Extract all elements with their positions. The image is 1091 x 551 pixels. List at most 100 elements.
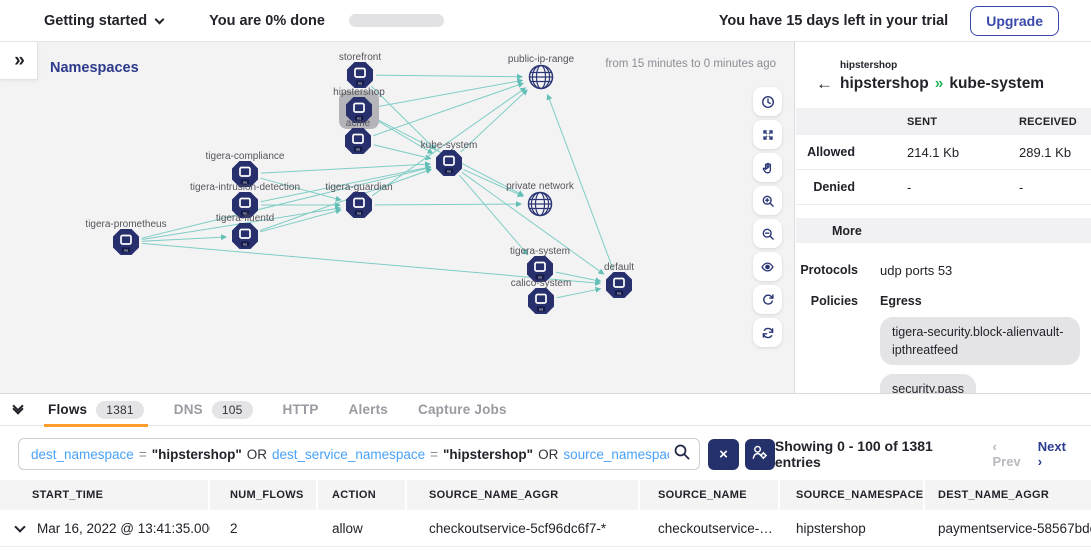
graph-node-label: tigera-guardian <box>325 182 392 193</box>
cell-dest_name_aggr: paymentservice-58567bdc <box>925 510 1091 547</box>
graph-edge <box>463 169 524 197</box>
traffic-table-header: SENT RECEIVED <box>796 108 1091 135</box>
svg-text:ns: ns <box>358 80 362 85</box>
query-token-field: source_namespace <box>563 446 670 462</box>
tab-count-badge: 1381 <box>96 400 144 419</box>
zoom-out-button[interactable] <box>753 219 782 248</box>
eye-icon <box>761 261 774 272</box>
sidebar-expand-button[interactable]: » <box>0 42 38 80</box>
graph-edge <box>374 78 524 108</box>
eye-button[interactable] <box>753 252 782 281</box>
undo-button[interactable] <box>753 285 782 314</box>
fullscreen-button[interactable] <box>753 120 782 149</box>
upgrade-button[interactable]: Upgrade <box>970 5 1059 36</box>
cell-source_namespace: hipstershop <box>780 510 925 547</box>
history-button[interactable] <box>753 87 782 116</box>
tab-capture-jobs[interactable]: Capture Jobs <box>418 402 507 417</box>
graph-node-label: default <box>604 262 634 273</box>
graph-edge <box>459 174 529 256</box>
svg-text:ns: ns <box>124 247 128 252</box>
graph-node-label: hipstershop <box>333 87 385 98</box>
policies-label: Policies <box>810 294 858 308</box>
graph-toolbar <box>753 87 782 347</box>
policy-tag[interactable]: tigera-security.block-alienvault-ipthrea… <box>880 317 1080 366</box>
column-header-source_name_aggr[interactable]: SOURCE_NAME_AGGR <box>407 480 640 510</box>
received-column-header: RECEIVED <box>1019 115 1077 128</box>
zoom-in-button[interactable] <box>753 186 782 215</box>
column-header-source_name[interactable]: SOURCE_NAME <box>640 480 780 510</box>
search-icon <box>673 443 691 466</box>
graph-node-label: private network <box>506 181 575 192</box>
graph-node-label: tigera-intrusion-detection <box>190 182 300 193</box>
refresh-button[interactable] <box>753 318 782 347</box>
detail-source-name: hipstershop <box>840 75 929 92</box>
query-token-bool: OR <box>538 446 559 462</box>
back-arrow-icon[interactable]: ← <box>816 74 833 93</box>
pan-button[interactable] <box>753 153 782 182</box>
filter-query-input[interactable]: dest_namespace= "hipstershop"OR dest_servi… <box>18 438 701 470</box>
graph-edge <box>555 271 602 284</box>
column-header-num_flows[interactable]: NUM_FLOWS <box>210 480 318 510</box>
chevron-down-icon <box>154 14 165 24</box>
column-header-start_time[interactable]: START_TIME <box>0 480 210 510</box>
graph-edge <box>141 234 228 242</box>
graph-edge <box>260 164 432 203</box>
tab-alerts[interactable]: Alerts <box>348 402 389 417</box>
next-page-button[interactable]: Next › <box>1037 439 1066 469</box>
double-chevron-right-icon: » <box>14 50 24 71</box>
detail-target-name: kube-system <box>949 75 1045 92</box>
query-token-field: dest_service_namespace <box>272 446 426 462</box>
column-header-action[interactable]: ACTION <box>318 480 407 510</box>
protocols-value: udp ports 53 <box>880 263 953 278</box>
trial-countdown-text: You have 15 days left in your trial <box>718 12 949 29</box>
row-expand-chevron-icon[interactable] <box>14 520 26 533</box>
getting-started-label: Getting started <box>44 12 148 29</box>
svg-text:ns: ns <box>447 168 451 173</box>
column-header-dest_name_aggr[interactable]: DEST_NAME_AGGR <box>925 480 1091 510</box>
query-token-field: dest_namespace <box>31 446 134 462</box>
cell-num_flows: 2 <box>210 510 318 547</box>
policies-row: Policies Egress tigera-security.block-al… <box>796 294 1091 393</box>
graph-edge <box>546 93 614 271</box>
graph-edge <box>141 165 432 239</box>
clear-filter-button[interactable]: × <box>708 438 739 470</box>
svg-text:ns: ns <box>357 115 361 120</box>
column-header-source_namespace[interactable]: SOURCE_NAMESPACE <box>780 480 925 510</box>
edge-detail-panel: hipstershop ← hipstershop » kube-system … <box>796 42 1091 393</box>
graph-node-label: acme <box>346 118 371 129</box>
graph-node-public-ip-range[interactable]: public-ip-range <box>508 54 575 90</box>
getting-started-dropdown[interactable]: Getting started <box>44 12 165 29</box>
cell-start_time: Mar 16, 2022 @ 13:41:35.000 <box>0 510 210 547</box>
prev-page-button[interactable]: ‹ Prev <box>992 439 1021 469</box>
query-token-op: = <box>138 446 147 462</box>
tab-http[interactable]: HTTP <box>282 402 319 417</box>
graph-node-private-network[interactable]: private network <box>506 181 575 217</box>
user-settings-button[interactable] <box>744 438 775 470</box>
svg-text:ns: ns <box>538 274 542 279</box>
query-token-value: "hipstershop" <box>443 446 534 462</box>
more-section-header[interactable]: More <box>796 218 1091 243</box>
collapse-panel-button[interactable] <box>12 399 24 415</box>
policy-tag[interactable]: security.pass <box>880 374 977 393</box>
graph-edge <box>141 242 602 286</box>
time-range-text: from 15 minutes to 0 minutes ago <box>605 58 776 70</box>
graph-node-hipstershop[interactable]: ns hipstershop <box>333 87 385 129</box>
progress-label: You are 0% done <box>209 12 325 29</box>
